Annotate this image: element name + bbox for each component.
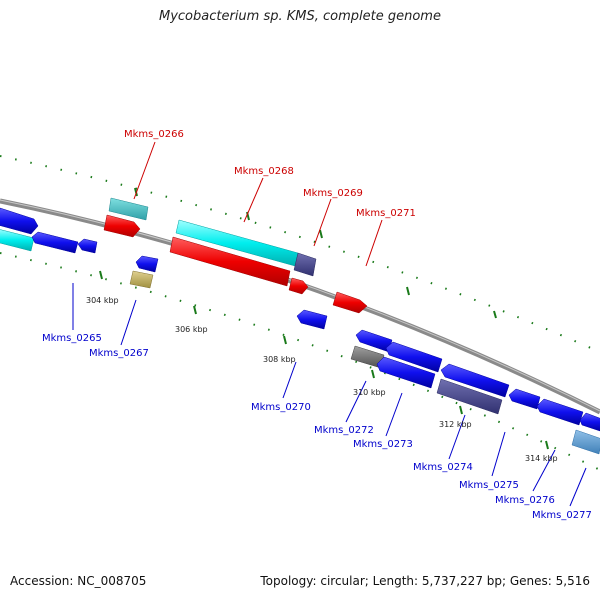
gene-label-reverse: Mkms_0276 [495, 495, 555, 506]
gene-feature [332, 291, 368, 314]
map-title: Mycobacterium sp. KMS, complete genome [159, 9, 441, 24]
gene-feature [0, 207, 39, 235]
gene-feature [385, 341, 443, 373]
gene-feature [31, 231, 79, 254]
gene-label-reverse: Mkms_0272 [314, 425, 374, 436]
gene-feature [0, 229, 35, 252]
gene-label-reverse: Mkms_0274 [413, 462, 473, 473]
gene-feature [579, 412, 600, 432]
topology-text: Topology: circular; Length: 5,737,227 bp… [260, 574, 590, 588]
gene-feature [508, 388, 541, 410]
gene-feature [77, 238, 98, 254]
forward-leader-lines [133, 141, 383, 267]
gene-label-reverse: Mkms_0277 [532, 510, 592, 521]
genome-backbone [0, 198, 600, 415]
gene-feature [436, 378, 503, 415]
scale-label: 314 kbp [525, 454, 558, 463]
gene-label-reverse: Mkms_0275 [459, 480, 519, 491]
gene-feature [103, 214, 141, 238]
tick-track-outer [0, 155, 600, 353]
gene-feature [571, 429, 600, 455]
gene-feature [376, 356, 436, 389]
gene-label-forward: Mkms_0269 [303, 188, 363, 199]
scale-label: 304 kbp [86, 296, 119, 305]
scale-label: 308 kbp [263, 355, 296, 364]
gene-label-forward: Mkms_0271 [356, 208, 416, 219]
gene-feature [288, 277, 309, 295]
gene-feature [355, 329, 393, 353]
gene-feature [129, 270, 154, 289]
gene-feature [293, 252, 317, 277]
gene-feature [296, 309, 328, 330]
accession-text: Accession: NC_008705 [10, 574, 147, 588]
gene-label-forward: Mkms_0266 [124, 129, 184, 140]
gene-feature [108, 197, 149, 221]
scale-label: 306 kbp [175, 325, 208, 334]
genome-backbone-highlight [0, 199, 600, 412]
gene-feature [169, 236, 291, 287]
reverse-leader-lines [72, 283, 587, 507]
gene-label-reverse: Mkms_0265 [42, 333, 102, 344]
gene-feature [536, 398, 584, 426]
gene-feature [440, 363, 510, 398]
gene-label-reverse: Mkms_0273 [353, 439, 413, 450]
gene-label-reverse: Mkms_0267 [89, 348, 149, 359]
reverse-genes [0, 229, 600, 455]
scale-label: 310 kbp [353, 388, 386, 397]
gene-feature [135, 255, 159, 273]
gene-label-reverse: Mkms_0270 [251, 402, 311, 413]
forward-genes [0, 197, 368, 314]
major-ticks [99, 187, 549, 450]
gene-label-forward: Mkms_0268 [234, 166, 294, 177]
scale-label: 312 kbp [439, 420, 472, 429]
